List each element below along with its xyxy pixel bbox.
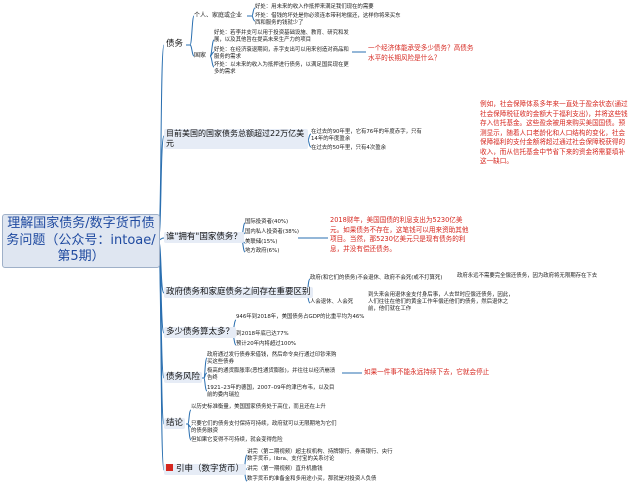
branch-us-debt[interactable]: 目前美国的国家债务总额超过22万亿美元 <box>164 129 308 149</box>
branch-how-much[interactable]: 多少债务算太多？ <box>164 327 237 338</box>
flag-icon <box>166 464 173 471</box>
how-much-item: 预计20年内将超过100% <box>236 341 297 347</box>
diff-person: 人会退休、人会死 <box>310 299 354 305</box>
risk-item: 政府通过发行债券来借钱，然后命令央行通过印钞来购买这些债券 <box>207 352 337 365</box>
branch-extension-label: 引申（数字货币） <box>176 464 245 474</box>
debt-national-good2: 好处：在经济衰退期间，赤字支出可以用来创造对商品和服务的需求 <box>214 47 349 60</box>
risk-item: 1921–23年的德国，2007–09年的津巴布韦，以及目前的委内瑞拉 <box>207 385 335 398</box>
conclusion-item: 但如果它变得不可持续，就会变得危险 <box>191 437 283 443</box>
debt-personal-good: 好处：用未来的收入作抵押来满足我们现在的需要 <box>255 4 374 10</box>
risk-item: 极高的通货膨胀率(恶性通货膨胀)，并往往以经济崩溃告终 <box>207 368 336 381</box>
us-debt-note: 例如，社会保障体系多年来一直处于盈余状态(通过社会保障税征收的金额大于福利支出)… <box>480 100 628 166</box>
extension-item: 数字货币的准备金和多用途小买，那就是对投资人负债 <box>247 476 377 482</box>
conclusion-item: 以历史标准衡量，美国国家债务处于高位，而且还在上升 <box>191 404 326 410</box>
us-debt-point-2: 在过去的50年里，只有4次盈余 <box>311 145 386 151</box>
conclusion-item: 只要它们的债务支付保持可持续，政府就可以无限期地为它们的债务融资 <box>191 421 337 434</box>
how-much-item: 到2018年底已达77% <box>236 331 289 337</box>
us-debt-point-1: 在过去的90年里，它有76年的年度赤字，只有14年的年度盈余 <box>311 129 422 142</box>
debt-personal-bad: 坏处：借钱的坏处是你必须连本带利地偿还，这样你将来买东西和服务的钱就少了 <box>255 13 401 26</box>
holder-item: 地方政府(6%) <box>245 248 280 254</box>
branch-debt[interactable]: 债务 <box>164 39 185 50</box>
branch-risk-label: 债务风险 <box>166 372 201 382</box>
branch-difference[interactable]: 政府债务和家庭债务之间存在重要区别 <box>164 287 313 298</box>
root-topic[interactable]: 理解国家债务/数字货币债务问题（公众号：intoae/第5期） <box>2 214 160 268</box>
branch-debt-label: 债务 <box>166 39 184 49</box>
how-much-item: 946年到2018年，美国债务占GDP的比重平均为46% <box>236 314 365 320</box>
holders-note: 2018财年，美国国债的利息支出为5230亿美元。如果债务不存在，这笔钱可以用来… <box>330 216 469 253</box>
holder-item: 国际投资者(40%) <box>245 219 289 225</box>
branch-us-debt-label: 目前美国的国家债务总额超过22万亿美元 <box>166 129 305 148</box>
root-title: 理解国家债务/数字货币债务问题（公众号：intoae/第5期） <box>6 215 156 265</box>
branch-extension[interactable]: 引申（数字货币） <box>164 464 247 475</box>
debt-national[interactable]: 国家 <box>194 52 207 59</box>
debt-personal[interactable]: 个人、家庭或企业 <box>194 12 243 19</box>
debt-national-bad: 坏处：以未来的收入为抵押进行债务，以满足国民现在更多的需求 <box>214 62 349 75</box>
branch-how-much-label: 多少债务算太多？ <box>166 327 235 337</box>
diff-person-note: 到头来会用退休金支付身后事，人去世时应偿还债务，因此，人们往往在他们的黄金工作年… <box>368 292 514 312</box>
debt-question-note: 一个经济体能承受多少债务？高债务水平的长期风险是什么？ <box>368 44 474 62</box>
branch-conclusion[interactable]: 结论 <box>164 418 186 429</box>
branch-conclusion-label: 结论 <box>166 418 184 428</box>
branch-holders-label: 谁"拥有"国家债务？ <box>166 232 242 242</box>
diff-government: 政府(和它们的债务)不会退休、政府不会死(或不打算死) <box>310 275 443 281</box>
debt-national-good1: 好处：若李并支可以用于投资基础设施、教育、研究和发展，以及其他旨在提高未来生产力… <box>214 30 349 43</box>
extension-item: 讲完（第一期视频）直升机撒钱 <box>247 466 323 472</box>
branch-difference-label: 政府债务和家庭债务之间存在重要区别 <box>166 287 311 297</box>
extension-item: 讲完（第二期视频）超主权机构、持牌银行、券商银行、央行数字货币，libra、支付… <box>247 449 393 462</box>
holder-item: 国内私人投资者(38%) <box>245 229 299 235</box>
branch-risk[interactable]: 债务风险 <box>164 372 203 383</box>
holder-item: 美联储(15%) <box>245 239 278 245</box>
risk-note: 如果一件事不能永远持续下去，它就会停止 <box>364 368 490 376</box>
diff-government-note: 政府永远不需要完全偿还债务，因为政府将无限期存在下去 <box>457 273 598 279</box>
branch-holders[interactable]: 谁"拥有"国家债务？ <box>164 232 244 243</box>
